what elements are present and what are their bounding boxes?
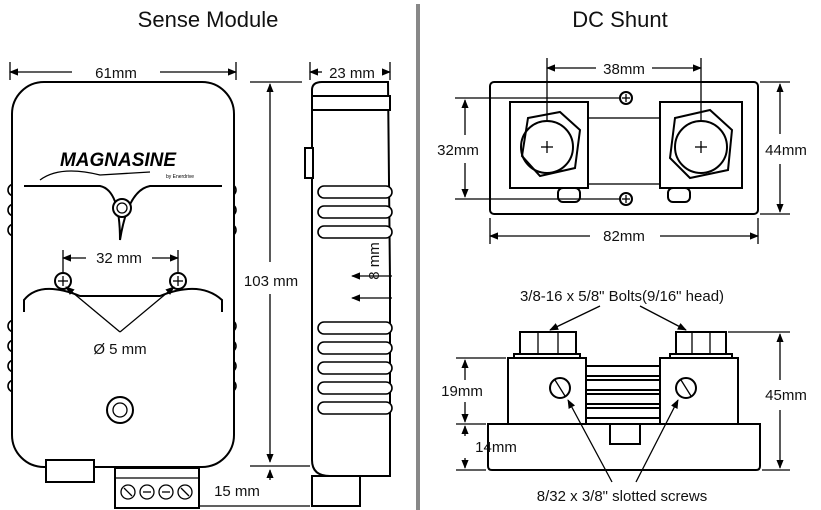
dim-height-103mm: 103 mm (244, 273, 298, 290)
dc-shunt-title: DC Shunt (572, 7, 667, 32)
side-fins (317, 185, 393, 415)
cable-gland (106, 396, 134, 424)
logo-subtext: by Enerdrive (166, 174, 194, 180)
sense-module-front-view: MAGNASINE by Enerdrive (7, 81, 237, 509)
upper-panel-outline (24, 185, 222, 241)
right-bolt (675, 331, 727, 355)
side-body (311, 81, 391, 477)
magnasine-logo: MAGNASINE (60, 150, 177, 171)
dim-hole-diameter: Ø 5 mm (93, 341, 146, 358)
dc-shunt-side-view (487, 331, 761, 471)
dim-lower-14mm: 14mm (475, 439, 517, 456)
bolts-label: 3/8-16 x 5/8" Bolts(9/16" head) (520, 288, 724, 305)
terminal-block (114, 467, 200, 509)
dim-width-61mm: 61mm (95, 65, 137, 82)
dim-hole-spacing: 32 mm (96, 250, 142, 267)
dim-hole-offset-8mm: 8 mm (366, 242, 383, 280)
sense-module-side-view (304, 81, 393, 507)
dc-shunt-top-view (489, 81, 759, 215)
bottom-tab (45, 459, 95, 483)
dim-terminal-15mm: 15 mm (214, 483, 260, 500)
dim-total-45mm: 45mm (765, 387, 807, 404)
lower-panel-outline (23, 287, 223, 312)
dim-height-44mm: 44mm (765, 142, 807, 159)
dim-bolt-spacing-38mm: 38mm (603, 61, 645, 78)
logo-plate (40, 140, 208, 176)
screws-label: 8/32 x 3/8" slotted screws (537, 488, 707, 505)
sense-module-title: Sense Module (138, 7, 279, 32)
logo-swoosh (39, 170, 151, 181)
indicator-led (112, 198, 132, 218)
dim-height-32mm: 32mm (437, 142, 479, 159)
dim-depth-23mm: 23 mm (329, 65, 375, 82)
left-bolt (519, 331, 577, 355)
left-terminal-block (507, 357, 587, 425)
right-terminal-block (659, 357, 739, 425)
dim-length-82mm: 82mm (603, 228, 645, 245)
dim-upper-19mm: 19mm (441, 383, 483, 400)
side-terminal (311, 475, 361, 507)
shunt-base (487, 423, 761, 471)
